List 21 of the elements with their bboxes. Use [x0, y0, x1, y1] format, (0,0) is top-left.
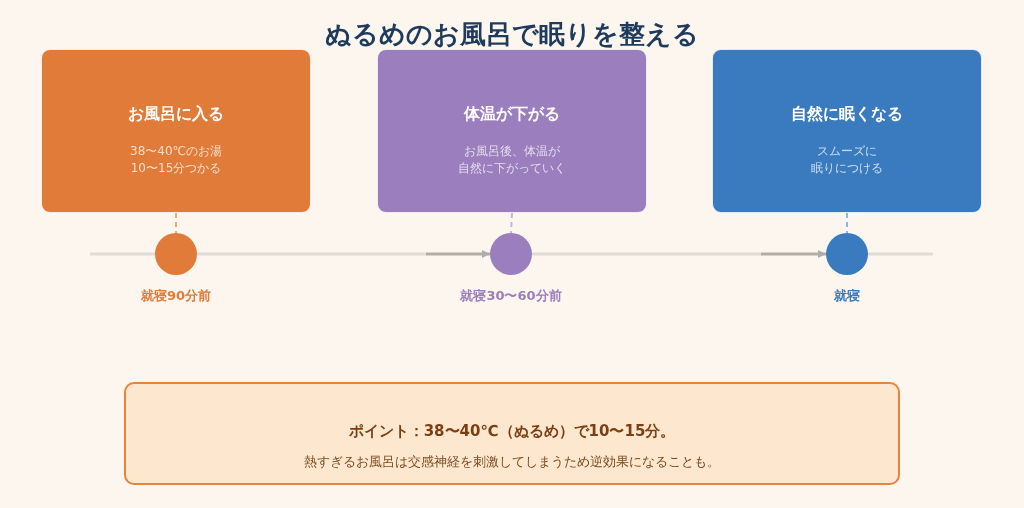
step-description: 38〜40℃のお湯10〜15分つかる — [130, 143, 222, 176]
tip-panel — [124, 382, 900, 485]
step-description: スムーズに眠りにつける — [811, 143, 883, 176]
step-title: 体温が下がる — [464, 103, 560, 125]
dashed-connector — [846, 212, 848, 234]
dashed-connector — [510, 212, 513, 234]
step-card — [712, 49, 982, 213]
diagram-title: ぬるめのお風呂で眠りを整える — [325, 19, 699, 49]
timeline-arrow — [532, 250, 826, 258]
step-title: お風呂に入る — [128, 103, 224, 125]
timeline-arrow — [197, 250, 490, 258]
time-label: 就寝 — [834, 287, 860, 305]
step-title: 自然に眠くなる — [791, 103, 903, 125]
step-card — [41, 49, 311, 213]
time-label: 就寝90分前 — [140, 287, 212, 305]
step-card — [377, 49, 647, 213]
tip-heading: ポイント：38〜40℃（ぬるめ）で10〜15分。 — [348, 421, 676, 442]
time-label: 就寝30〜60分前 — [460, 287, 562, 305]
dashed-connector — [175, 212, 177, 234]
tip-text: 熱すぎるお風呂は交感神経を刺激してしまうため逆効果になることも。 — [304, 453, 720, 471]
step-description: お風呂後、体温が自然に下がっていく — [458, 143, 566, 176]
